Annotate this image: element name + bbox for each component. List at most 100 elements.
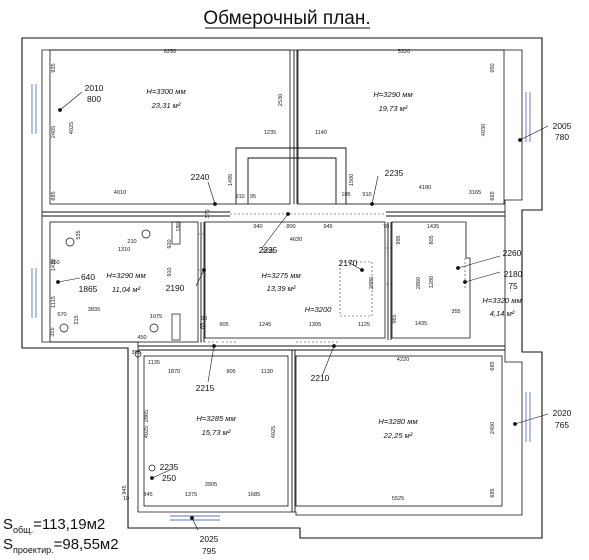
opening-labels: 2010 800 2005 780 640 1865 2180 75 2020 … [79, 83, 572, 556]
dimension-value: 935 [51, 63, 57, 72]
opening-height: 250 [162, 473, 176, 483]
dimension-value: 4030 [481, 124, 487, 136]
dimension-value: 10 [123, 496, 129, 502]
dimension-value: 1115 [51, 296, 57, 308]
room-area: 4,14 м² [490, 309, 515, 318]
dimension-value: 1245 [259, 322, 271, 328]
dimension-value: 1310 [118, 247, 130, 253]
dimension-value: 995 [396, 235, 402, 244]
fixtures [59, 221, 181, 472]
dimension-value: 805 [429, 235, 435, 244]
opening-width: 2235 [259, 245, 278, 255]
dimension-value: 570 [57, 312, 66, 318]
room-6-outline [143, 355, 289, 507]
room-4-outline [204, 221, 386, 339]
opening-height: 765 [555, 420, 569, 430]
dimension-value: 375 [205, 209, 211, 218]
dimension-value: 910 [167, 267, 173, 276]
dimension-value: 3165 [469, 190, 481, 196]
dimension-value: 1135 [148, 360, 160, 366]
room-labels: H=3300 мм 23,31 м² H=3290 мм 19,73 м² H=… [106, 87, 522, 440]
dimension-value: 2405 [51, 126, 57, 138]
dimension-value: 180 [176, 222, 182, 231]
door-openings [198, 203, 466, 343]
dimension-value: 1075 [150, 314, 162, 320]
opening-width: 2005 [553, 121, 572, 131]
room-area: 15,73 м² [202, 428, 231, 437]
room-area: 11,04 м² [112, 285, 141, 294]
opening-width: 2025 [200, 534, 219, 544]
dimension-value: 210 [127, 239, 136, 245]
dimension-value: 1375 [185, 492, 197, 498]
dimension-value: 665 [490, 191, 496, 200]
opening-width: 2260 [503, 248, 522, 258]
dimension-value: 450 [137, 335, 146, 341]
dimension-value: 6250 [164, 49, 176, 55]
dimension-value: 355 [451, 309, 460, 315]
opening-height: 75 [508, 281, 518, 291]
opening-width: 2235 [160, 462, 179, 472]
room-1-outline [49, 49, 291, 205]
opening-width: 640 [81, 272, 95, 282]
dimension-value: 1435 [427, 224, 439, 230]
opening-width: 2020 [553, 408, 572, 418]
dimension-value: 920 [167, 239, 173, 248]
exterior-wall-outer [21, 37, 543, 539]
dimension-value: 1280 [429, 276, 435, 288]
room-height: H=3290 мм [373, 90, 413, 99]
dimension-value: 2400 [490, 422, 496, 434]
room-3-outline [49, 221, 199, 343]
dimension-value: 950 [490, 63, 496, 72]
dimension-value: 910 [235, 194, 244, 200]
dimension-value: 4025 [69, 122, 75, 134]
dimension-value: 965 [392, 314, 398, 323]
dimension-value: 70 [383, 224, 389, 230]
room-2-outline [297, 49, 505, 205]
dimension-value: 905 [219, 322, 228, 328]
dimension-value: 395 [131, 350, 140, 356]
room-height: H=3275 мм [261, 271, 301, 280]
dimension-value: 5320 [398, 49, 410, 55]
opening-width: 2190 [166, 283, 185, 293]
dimension-value: 60 [201, 316, 207, 322]
dimension-value: 1410 [51, 259, 57, 271]
dimension-value: 845 [143, 492, 152, 498]
dimension-value: 2880 [369, 277, 375, 289]
dimension-value: 685 [490, 488, 496, 497]
room-area: 23,31 м² [151, 101, 181, 110]
dimension-value: 450 [50, 260, 59, 266]
dimension-value: 800 [286, 224, 295, 230]
opening-height: 1865 [79, 284, 98, 294]
room-5-outline [391, 221, 471, 339]
opening-height: 795 [202, 546, 216, 556]
dimension-value: 215 [74, 315, 80, 324]
dimension-value: 3835 [88, 307, 100, 313]
dimension-value: 95 [250, 194, 256, 200]
opening-height: 800 [87, 94, 101, 104]
dimension-value: 1305 [309, 322, 321, 328]
dimension-value: 2235 [262, 249, 274, 255]
dimension-value: 1435 [415, 321, 427, 327]
room-area: 22,25 м² [383, 431, 413, 440]
room-height: H=3280 мм [378, 417, 418, 426]
room-height: H=3285 мм [196, 414, 236, 423]
dimension-value: 2530 [278, 94, 284, 106]
dimension-value: 535 [76, 230, 82, 239]
total-area: Sобщ.=113,19м2 [3, 516, 106, 535]
dimension-value: 4220 [397, 357, 409, 363]
dimension-value: 945 [122, 485, 128, 494]
opening-width: 2180 [504, 269, 523, 279]
windows [31, 84, 531, 521]
dimension-value: 940 [253, 224, 262, 230]
dimension-value: 4025 [271, 426, 277, 438]
opening-width: 2010 [85, 83, 104, 93]
dimension-value: 685 [490, 361, 496, 370]
interior-walls [42, 50, 505, 512]
dimension-value: 105 [341, 192, 350, 198]
room-height: H=3290 мм [106, 271, 146, 280]
opening-width: 2170 [339, 258, 358, 268]
dimension-value: 1130 [261, 369, 273, 375]
room-height: H=3300 мм [146, 87, 186, 96]
